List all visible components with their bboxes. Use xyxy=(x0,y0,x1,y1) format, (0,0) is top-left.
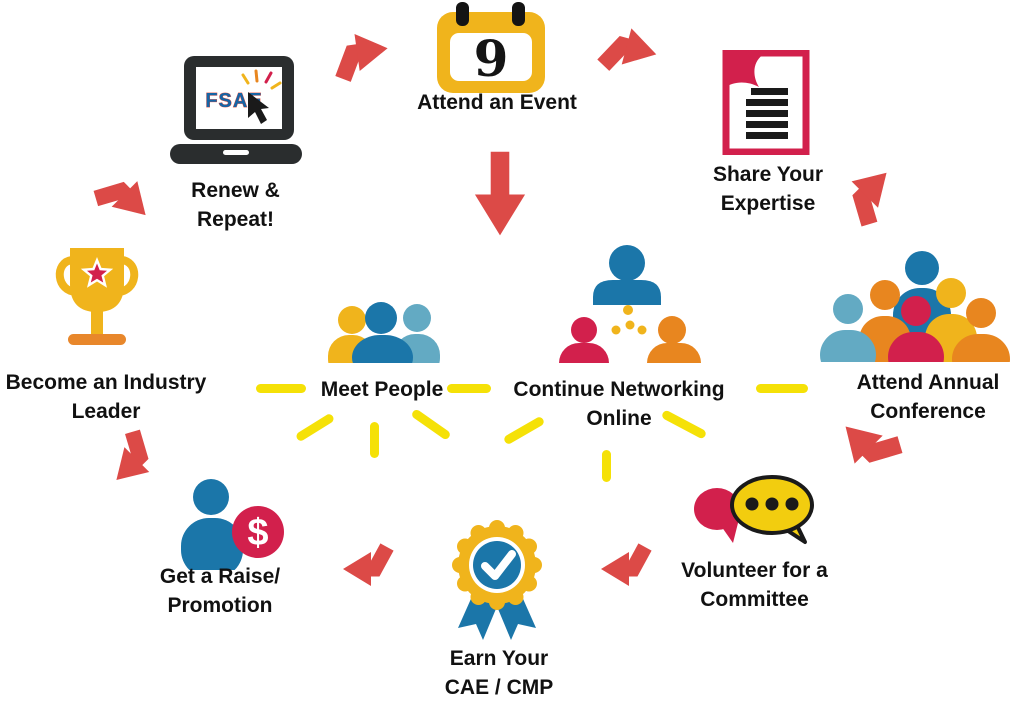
cursor-icon xyxy=(248,92,269,124)
label-renew-repeat: Renew & Repeat! xyxy=(191,179,280,231)
label-continue-networking: Continue Networking Online xyxy=(513,378,725,430)
label-annual-conference: Attend Annual Conference xyxy=(856,371,1000,423)
ray-dash xyxy=(756,384,808,393)
laptop-icon: FSAE xyxy=(170,56,302,164)
calendar-icon: 9 xyxy=(437,2,545,93)
arrow-raise-to-leader xyxy=(116,429,150,480)
folded-corner xyxy=(726,53,766,87)
ray-dash xyxy=(256,384,306,393)
label-attend-event: Attend an Event xyxy=(417,91,577,114)
ray-dash xyxy=(294,412,336,443)
arrow-renew-to-event xyxy=(335,33,388,82)
arrow-volunteer-to-earn xyxy=(601,543,652,586)
arrow-earn-to-raise xyxy=(343,543,394,586)
document-icon xyxy=(722,50,810,155)
ray-dash xyxy=(602,450,611,482)
trophy-icon xyxy=(55,248,139,345)
label-volunteer-committee: Volunteer for a Committee xyxy=(681,559,828,611)
ray-dash xyxy=(410,408,452,441)
label-get-raise: Get a Raise/ Promotion xyxy=(159,565,281,617)
person-dollar-icon: $ xyxy=(181,479,284,570)
arrow-event-to-center xyxy=(474,151,526,236)
people-group-icon xyxy=(820,251,1010,362)
dollar-sign: $ xyxy=(247,512,268,554)
arrow-share-to-conference xyxy=(851,172,887,227)
arrow-conference-to-volunteer xyxy=(845,426,903,464)
label-earn-cae-cmp: Earn Your CAE / CMP xyxy=(444,647,554,699)
network-people-icon xyxy=(559,245,701,363)
label-meet-people: Meet People xyxy=(320,378,444,401)
speech-bubbles-icon xyxy=(694,475,814,544)
ray-dash xyxy=(447,384,491,393)
award-badge-icon xyxy=(452,520,542,640)
fsae-logo: FSAE xyxy=(205,90,262,112)
people-trio-icon xyxy=(328,302,440,363)
checkmark-icon xyxy=(481,550,516,580)
sunburst-icon xyxy=(241,69,282,90)
arrow-event-to-share xyxy=(597,28,657,71)
ray-dash xyxy=(370,422,379,458)
network-dots xyxy=(611,305,647,335)
arrow-leader-to-renew xyxy=(93,181,146,216)
label-industry-leader: Become an Industry Leader xyxy=(5,371,207,423)
label-share-expertise: Share Your Expertise xyxy=(712,163,824,215)
calendar-day-number: 9 xyxy=(474,29,509,88)
